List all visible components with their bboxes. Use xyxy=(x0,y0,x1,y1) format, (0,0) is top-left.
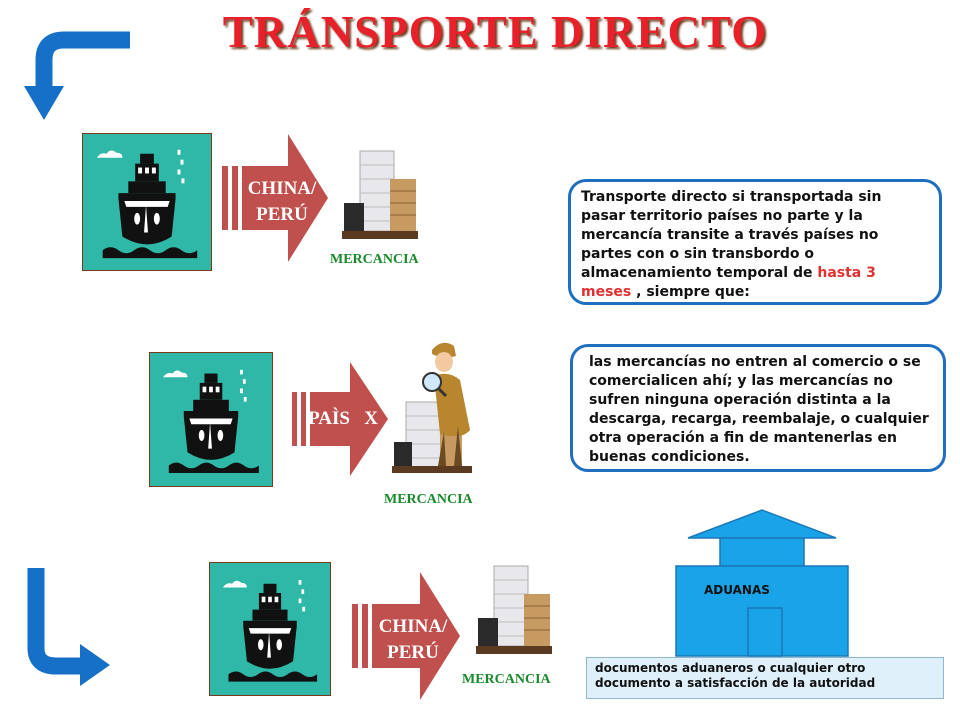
curved-arrow-down-right-icon xyxy=(14,568,114,688)
route-arrow: PAÌS X xyxy=(292,362,390,476)
document-note: documentos aduaneros o cualquier otro do… xyxy=(586,657,944,699)
route-label: PAÌS X xyxy=(308,408,378,429)
route-label-line2: PERÚ xyxy=(387,642,439,663)
ship-icon xyxy=(209,562,331,696)
route-arrow: CHINA/ PERÚ xyxy=(222,134,330,262)
detective-icon xyxy=(392,336,488,476)
route-label-line2: PERÚ xyxy=(256,204,308,225)
info-bubble-2: las mercancías no entren al comercio o s… xyxy=(570,344,946,472)
slide-title: TRÁNSPORTE DIRECTO xyxy=(222,7,768,57)
ship-icon xyxy=(149,352,273,487)
doc-note-line1: documentos aduaneros o cualquier otro xyxy=(595,661,866,675)
customs-building-icon: ADUANAS xyxy=(674,508,850,658)
bubble1-highlight: hasta 3 meses xyxy=(581,265,876,300)
ship-icon xyxy=(82,133,212,271)
cargo-label: MERCANCIA xyxy=(462,672,551,687)
pallet-bags-icon xyxy=(472,560,554,658)
info-bubble-1: Transporte directo si transportada sin p… xyxy=(568,179,942,305)
pallet-bags-icon xyxy=(338,145,420,243)
bubble1-text-end: , siempre que: xyxy=(631,284,750,300)
doc-note-line2: documento a satisfacción de la autoridad xyxy=(595,676,876,690)
route-arrow: CHINA/ PERÚ xyxy=(352,572,462,700)
curved-arrow-down-left-icon xyxy=(14,28,132,124)
cargo-label: MERCANCIA xyxy=(384,492,473,507)
route-label-line1: CHINA/ xyxy=(378,616,448,637)
bubble1-text: Transporte directo si transportada sin p… xyxy=(581,189,882,281)
customs-label: ADUANAS xyxy=(704,583,770,597)
cargo-label: MERCANCIA xyxy=(330,252,419,267)
route-label-line1: CHINA/ xyxy=(247,178,317,199)
